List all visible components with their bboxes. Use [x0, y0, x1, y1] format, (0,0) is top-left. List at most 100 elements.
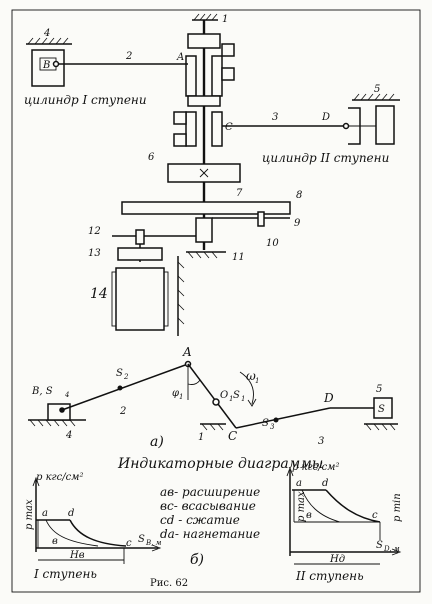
- bearing-1: [187, 33, 221, 49]
- label-point-A: A: [176, 52, 184, 63]
- scheme-S1: S: [233, 390, 240, 401]
- joint-O1: [212, 398, 220, 406]
- crank-web-left-2: [185, 111, 197, 147]
- kinematic-scheme: 1 4 B 2 A цилиндр I ступени C 3: [24, 13, 400, 336]
- label-cylinder-2: цилиндр II ступени: [262, 151, 389, 165]
- svg-text:D, м: D, м: [383, 545, 400, 553]
- cylinder-2-head: [375, 105, 395, 145]
- crank-web-right-2: [211, 111, 223, 147]
- label-part-12: 12: [88, 226, 101, 237]
- label-part-7: 7: [236, 188, 243, 199]
- svg-text:3: 3: [270, 423, 275, 431]
- diag2-a: a: [296, 478, 302, 489]
- legend-da: da- нагнетание: [160, 527, 260, 541]
- diagram-legend: ав- расширение вс- всасывание cd - сжати…: [160, 485, 260, 568]
- svg-text:1: 1: [241, 395, 245, 403]
- label-part-14: 14: [90, 286, 108, 302]
- diag2-c: c: [372, 510, 378, 521]
- joint-D: [342, 122, 350, 130]
- scheme-number-3: 3: [318, 436, 324, 447]
- diag1-span-label: Hв: [69, 550, 85, 561]
- diag1-ylabel: p кгс/см²: [36, 472, 83, 483]
- svg-text:1: 1: [179, 393, 183, 401]
- scheme-number-2: 2: [119, 406, 126, 417]
- scheme-number-1: 1: [198, 432, 204, 443]
- top-support-hatch: [193, 13, 218, 21]
- label-part-6: 6: [148, 152, 155, 163]
- diag2-curve: [325, 489, 381, 523]
- diag2-ymax: p max: [296, 491, 307, 522]
- diag1-curve: [69, 519, 127, 547]
- scheme-label-a: а): [150, 434, 164, 450]
- scheme-title: Индикаторные диаграммы: [117, 456, 323, 472]
- diag1-b: в: [52, 536, 58, 547]
- pinion-10: [195, 217, 213, 243]
- diag1-stage: I ступень: [33, 567, 97, 581]
- support-11-hatch: [187, 251, 218, 259]
- scheme-A: A: [182, 345, 192, 359]
- label-point-B: B: [42, 60, 50, 71]
- label-point-C: C: [225, 122, 233, 133]
- diag2-ylabel: p кгс/см²: [292, 462, 339, 473]
- svg-text:S: S: [378, 404, 385, 415]
- scheme-omega: ω: [246, 369, 256, 383]
- svg-text:2: 2: [123, 373, 129, 381]
- linkage-scheme: 4 B, S 4 S 2 2 A φ 1 O 1 S 1 ω 1 1 C: [28, 345, 398, 472]
- legend-ab: ав- расширение: [160, 485, 260, 499]
- legend-bc: вс- всасывание: [160, 499, 256, 513]
- slider-B: [47, 403, 71, 421]
- label-part-13: 13: [88, 248, 101, 259]
- label-part-5-top: 5: [374, 84, 380, 95]
- legend-cd: cd - сжатие: [160, 513, 240, 527]
- scheme-number-5: 5: [376, 384, 382, 395]
- indicator-diagram-2: p кгс/см² a d в c p max p min S D, м Hд …: [286, 462, 403, 583]
- figure-caption: Рис. 62: [150, 578, 188, 589]
- coupling-12: [135, 229, 145, 245]
- block-1a: [221, 43, 235, 57]
- joint-B: [52, 60, 60, 68]
- crank-web-left-1: [185, 55, 197, 97]
- diag2-xlabel: S: [376, 540, 383, 551]
- link-2: [61, 363, 189, 411]
- block-1b: [221, 67, 235, 81]
- diag2-span-label: Hд: [329, 554, 345, 565]
- scheme-O: O: [220, 390, 228, 401]
- diag1-c: c: [126, 538, 132, 549]
- diag2-d: d: [322, 478, 328, 489]
- scheme-D: D: [323, 391, 334, 405]
- label-part-1: 1: [222, 14, 228, 25]
- gear-13: [117, 247, 163, 261]
- block-2a: [173, 111, 187, 125]
- indicator-diagram-1: p кгс/см² p max a d в c S B, м Hв I ступ…: [24, 472, 162, 581]
- scheme-S2: S: [116, 368, 123, 379]
- svg-text:4: 4: [64, 391, 69, 399]
- crank-web-right-1: [211, 55, 223, 97]
- scheme-number-4: 4: [65, 430, 72, 441]
- link-3: [235, 407, 331, 429]
- scheme-S3: S: [262, 418, 269, 429]
- label-part-3: 3: [272, 112, 278, 123]
- diag1-d: d: [68, 508, 74, 519]
- svg-text:1: 1: [229, 395, 233, 403]
- label-part-9: 9: [294, 218, 301, 229]
- label-b: б): [190, 552, 204, 568]
- diag2-stage: II ступень: [295, 569, 364, 583]
- cyl2-support-hatch: [353, 93, 395, 101]
- diag1-a: a: [42, 508, 48, 519]
- svg-text:1: 1: [255, 377, 259, 385]
- gear-plate-8: [121, 201, 291, 215]
- label-part-4-top: 4: [43, 28, 50, 39]
- crank-1: [187, 363, 237, 429]
- slider-D: [373, 397, 393, 419]
- scheme-B: B, S: [31, 386, 53, 397]
- bearing-2: [187, 95, 221, 107]
- page-border: [11, 9, 421, 593]
- scheme-phi: φ: [172, 388, 179, 399]
- label-part-10: 10: [266, 238, 279, 249]
- scheme-C: C: [228, 429, 237, 443]
- svg-text:B, м: B, м: [145, 539, 162, 547]
- label-point-D: D: [321, 112, 330, 123]
- cyl1-support-hatch: [27, 37, 69, 45]
